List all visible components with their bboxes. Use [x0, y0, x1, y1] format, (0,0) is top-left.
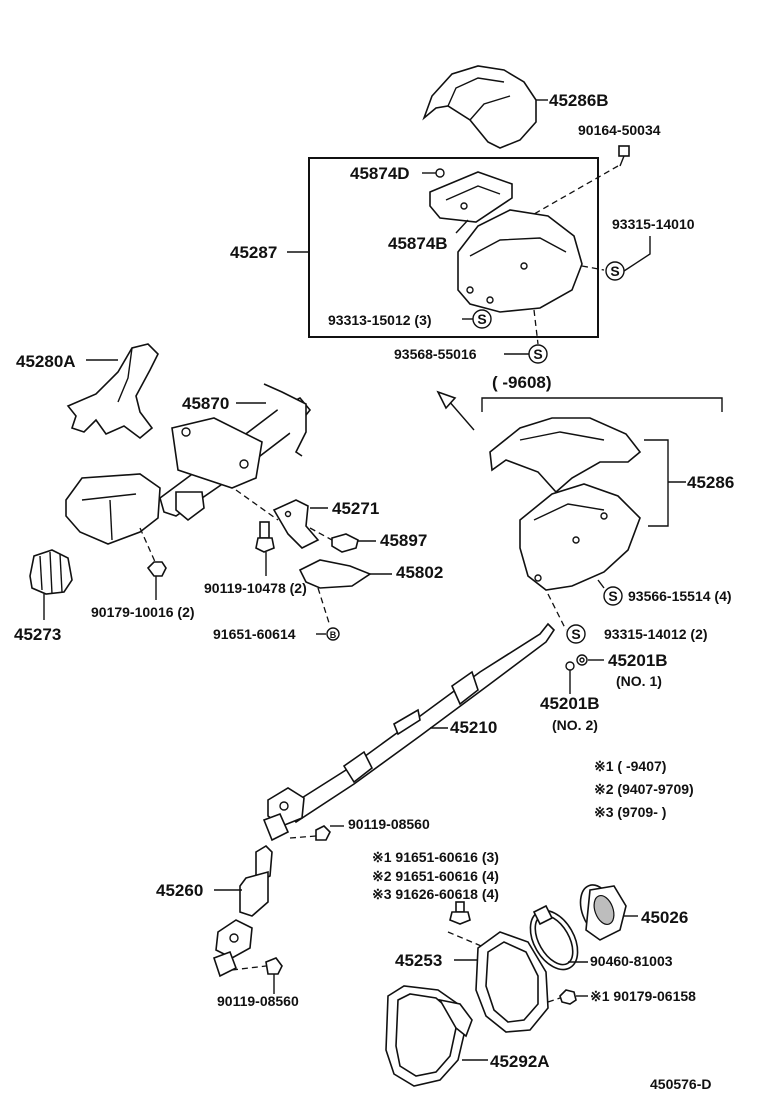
label-note-2: ※2 91651-60616 (4) [372, 868, 499, 884]
label-90119-08560-lower: 90119-08560 [217, 993, 299, 1009]
part-45026-bearing [579, 884, 627, 941]
part-45280A [66, 343, 159, 440]
label-45026: 45026 [641, 908, 688, 927]
part-column-cover-lower [457, 209, 583, 313]
label-90119-10478: 90119-10478 (2) [204, 580, 307, 596]
label-45874B: 45874B [388, 234, 448, 253]
direction-arrow [436, 390, 475, 431]
bolt-symbol-91651: B [326, 627, 340, 641]
part-45897-pin [331, 533, 359, 553]
part-lock-housing [65, 473, 205, 545]
label-45201B-no2: 45201B [540, 694, 600, 713]
bolt-90119-08560-upper [315, 825, 331, 841]
label-93315-14010: 93315-14010 [612, 216, 695, 232]
nut-90179-06158 [559, 989, 577, 1005]
label-90119-08560-upper: 90119-08560 [348, 816, 430, 832]
label-note-3: ※3 91626-60618 (4) [372, 886, 499, 902]
screw-symbol-93568: S [528, 344, 548, 364]
screw-90164 [618, 145, 630, 167]
label-91651-60614: 91651-60614 [213, 626, 296, 642]
label-45870: 45870 [182, 394, 229, 413]
part-45292A-boot [385, 985, 473, 1087]
diagram-id: 450576-D [650, 1076, 712, 1092]
screw-symbol-93566: S [603, 586, 623, 606]
label-45874D: 45874D [350, 164, 410, 183]
screw-symbol-93315b: S [566, 624, 586, 644]
label-45286: 45286 [687, 473, 734, 492]
label-45260: 45260 [156, 881, 203, 900]
svg-text:S: S [571, 626, 580, 642]
part-45286-upper-cover [489, 417, 642, 494]
bolt-90119-10478 [255, 521, 275, 553]
label-45210: 45210 [450, 718, 497, 737]
bolt-90119-08560-lower [265, 957, 283, 975]
part-45271-bracket [272, 499, 320, 549]
part-45286-lower-cover [519, 483, 641, 591]
part-45273-knob [29, 549, 73, 595]
part-45286B-cover [422, 65, 537, 149]
label-90179-06158: ※1 90179-06158 [590, 988, 696, 1004]
label-93315-14012: 93315-14012 (2) [604, 626, 708, 642]
label-45897: 45897 [380, 531, 427, 550]
label-range-2: ※2 (9407-9709) [594, 781, 694, 797]
nut-90179-10016 [146, 561, 167, 577]
nut-45201B-no2 [565, 661, 575, 671]
label-45271: 45271 [332, 499, 379, 518]
label-45286B: 45286B [549, 91, 609, 110]
label-45273: 45273 [14, 625, 61, 644]
part-45870-column-tube [159, 383, 312, 517]
label-note-1: ※1 91651-60616 (3) [372, 849, 499, 865]
assembly-45287-frame [308, 157, 599, 338]
clip-45874D [435, 168, 445, 178]
part-90460-clamp [529, 904, 579, 971]
part-45874B-bracket [429, 171, 513, 223]
label-range-9608: ( -9608) [492, 373, 552, 392]
label-45280A: 45280A [16, 352, 76, 371]
part-45253-plate [475, 931, 549, 1033]
svg-text:S: S [610, 263, 619, 279]
svg-text:B: B [330, 630, 337, 640]
label-93568-55016: 93568-55016 [394, 346, 477, 362]
part-45260-intermediate-shaft [212, 844, 273, 978]
svg-text:S: S [533, 346, 542, 362]
label-45253: 45253 [395, 951, 442, 970]
label-93566-15514: 93566-15514 (4) [628, 588, 732, 604]
part-upper-universal-joint [262, 787, 305, 842]
range-bracket [481, 397, 723, 412]
label-93313-15012: 93313-15012 (3) [328, 312, 432, 328]
label-no1: (NO. 1) [616, 673, 662, 689]
screw-symbol-93315a: S [605, 261, 625, 281]
part-45210-main-shaft [284, 622, 556, 824]
label-no2: (NO. 2) [552, 717, 598, 733]
label-90460-81003: 90460-81003 [590, 953, 673, 969]
svg-text:S: S [608, 588, 617, 604]
label-90179-10016: 90179-10016 (2) [91, 604, 195, 620]
svg-text:S: S [477, 311, 486, 327]
label-range-3: ※3 (9709- ) [594, 804, 666, 820]
label-45292A: 45292A [490, 1052, 550, 1071]
label-45287: 45287 [230, 243, 277, 262]
label-range-1: ※1 ( -9407) [594, 758, 666, 774]
nut-45201B-no1 [576, 654, 588, 666]
label-90164-50034: 90164-50034 [578, 122, 661, 138]
bolt-91651-60616 [449, 901, 471, 925]
part-45802-bracket [298, 559, 372, 589]
screw-symbol-93313: S [472, 309, 492, 329]
label-45201B-no1: 45201B [608, 651, 668, 670]
label-45802: 45802 [396, 563, 443, 582]
